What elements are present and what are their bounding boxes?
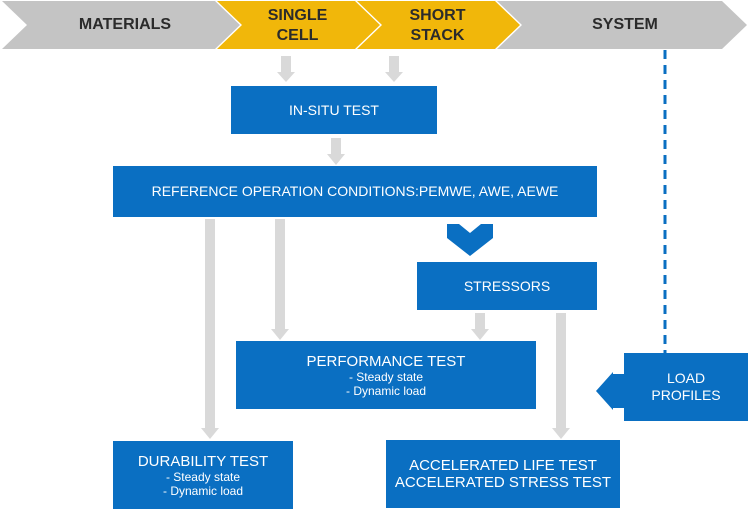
stage-single-cell-chevron [217,1,380,49]
accelerated-life-test-label: ACCELERATED LIFE TEST [409,457,597,474]
load-profiles-line1: LOAD [666,370,706,386]
arrow-short-stack-to-insitu [385,56,403,82]
stage-short-stack-chevron [357,1,520,49]
stage-single-cell-label: SINGLE CELL [245,6,350,46]
in-situ-test-box: IN-SITU TEST [231,86,437,134]
stage-materials-label: MATERIALS [40,15,210,35]
stressors-title: STRESSORS [463,277,551,294]
performance-test-item: - Dynamic load [345,383,427,398]
stage-short-stack-line2: STACK [410,27,465,44]
arrow-left-icon [596,372,624,410]
durability-test-box: DURABILITY TEST - Steady state - Dynamic… [113,441,293,509]
stage-short-stack-label: SHORT STACK [385,6,490,46]
stage-materials-text: MATERIALS [78,16,172,33]
accelerated-stress-test-label: ACCELERATED STRESS TEST [394,474,612,491]
durability-test-item: - Dynamic load [162,483,244,498]
stage-short-stack-line1: SHORT [409,7,466,24]
reference-conditions-title: REFERENCE OPERATION CONDITIONS:PEMWE, AW… [151,183,559,199]
performance-test-box: PERFORMANCE TEST - Steady state - Dynami… [236,341,536,409]
performance-test-item: - Steady state [348,369,424,384]
accelerated-test-box: ACCELERATED LIFE TEST ACCELERATED STRESS… [386,440,620,508]
load-profiles-line2: PROFILES [651,387,721,403]
arrow-stressors-to-performance [471,313,489,340]
stage-system-text: SYSTEM [592,16,658,33]
arrow-reference-to-performance [271,219,289,340]
stage-system-label: SYSTEM [540,15,710,35]
load-profiles-box: LOAD PROFILES [624,353,748,421]
in-situ-test-title: IN-SITU TEST [289,101,379,118]
arrow-single-cell-to-insitu [277,56,295,82]
stage-materials-chevron [2,1,240,49]
stage-system-chevron [497,1,747,49]
performance-test-title: PERFORMANCE TEST [306,352,466,370]
reference-conditions-box: REFERENCE OPERATION CONDITIONS:PEMWE, AW… [113,166,597,217]
arrow-insitu-to-reference [327,138,345,165]
arrow-stressors-to-accelerated [552,313,570,439]
chevron-down-icon [447,224,493,256]
durability-test-item: - Steady state [165,469,241,484]
arrow-reference-to-durability [201,219,219,439]
stage-single-cell-line1: SINGLE [267,7,328,24]
stressors-box: STRESSORS [417,262,597,310]
stage-single-cell-line2: CELL [276,27,319,44]
durability-test-title: DURABILITY TEST [137,452,269,470]
